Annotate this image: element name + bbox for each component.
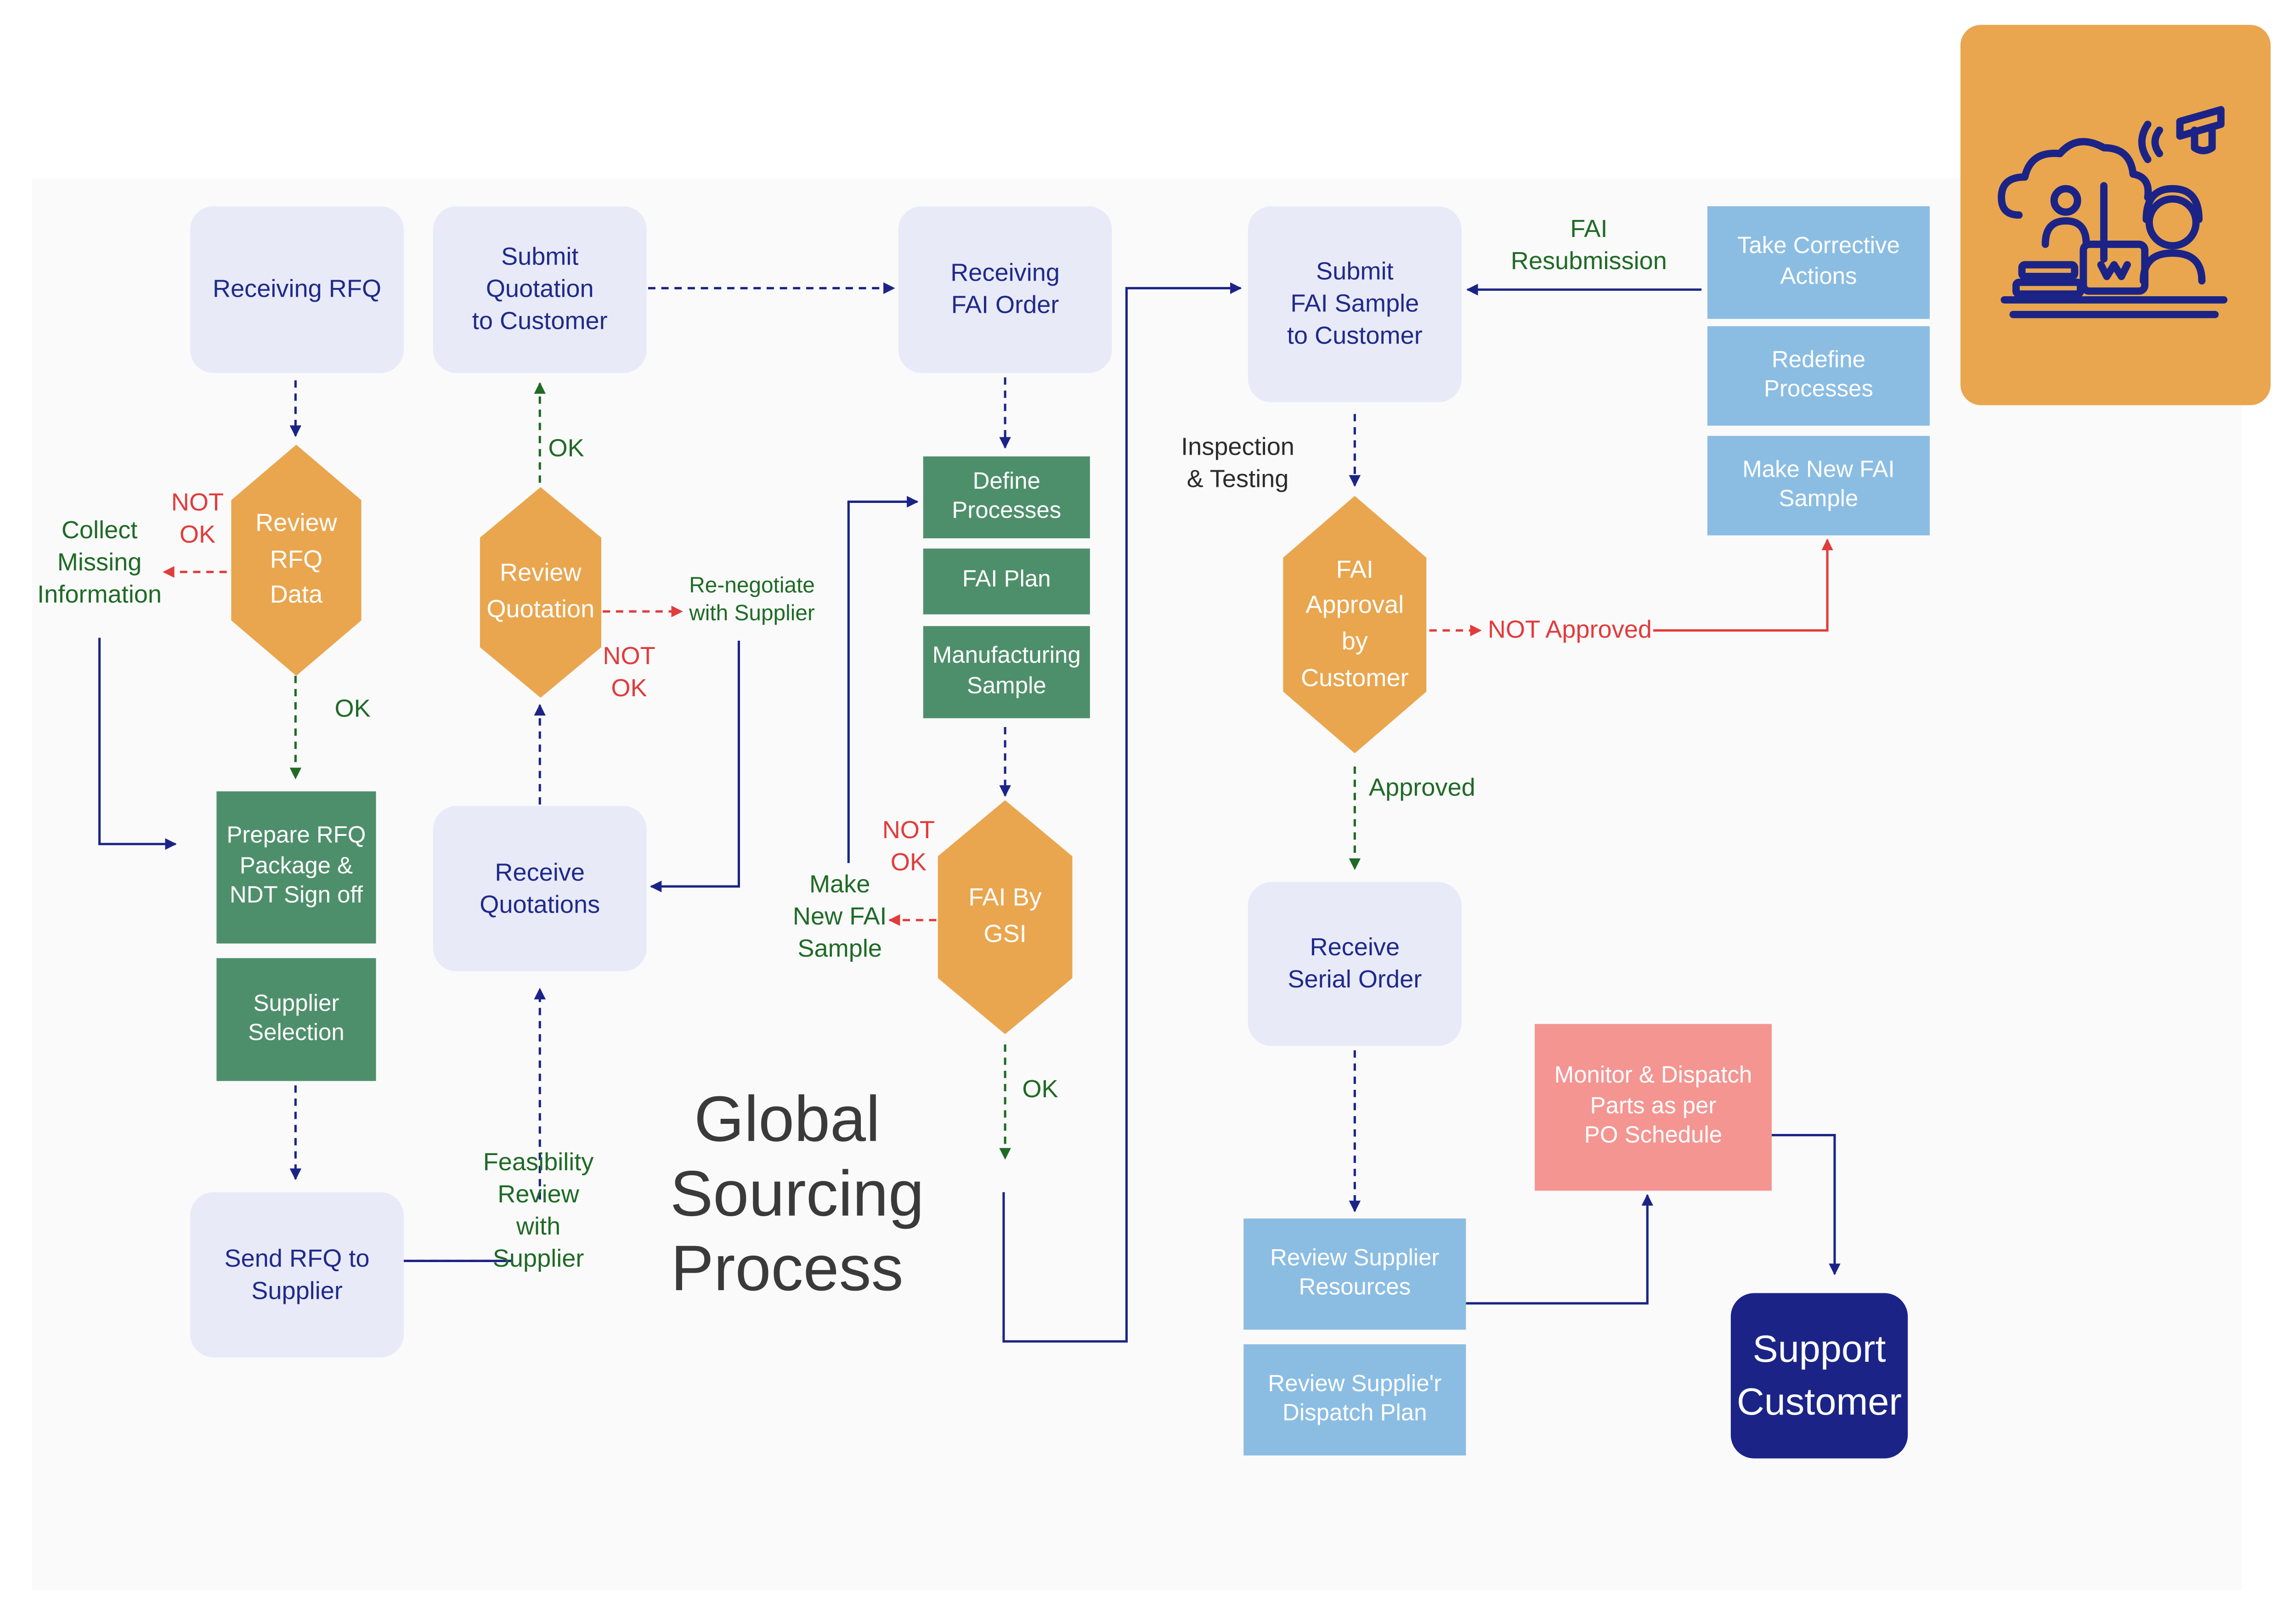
rfq-not-ok-label: NOT OK	[171, 488, 224, 549]
fai-by-gsi-decision: FAI By GSI	[938, 800, 1073, 1034]
edge-not-approved-to-make-new	[1653, 538, 1833, 632]
quotation-not-ok-label: NOT OK	[603, 642, 655, 703]
inspection-testing-label: Inspection & Testing	[1181, 433, 1294, 493]
fai-approval-decision: FAI Approval by Customer	[1283, 496, 1427, 754]
fai-resubmission-label: FAI Resubmission	[1510, 215, 1667, 276]
collect-missing-information-label: Collect Missing Information	[37, 516, 162, 609]
receive-serial-order-node: Receive Serial Order	[1248, 882, 1462, 1046]
submit-fai-sample-node: Submit FAI Sample to Customer	[1248, 206, 1462, 402]
diagram-title: Global Sourcing Process	[670, 1084, 924, 1305]
supplier-selection-node: Supplier Selection	[216, 958, 376, 1081]
not-approved-label: NOT Approved	[1487, 615, 1652, 644]
quotation-ok-label: OK	[548, 434, 584, 462]
receiving-rfq-node: Receiving RFQ	[190, 206, 404, 373]
receive-quotations-node: Receive Quotations	[433, 806, 647, 971]
feasibility-review-label: Feasibility Review with Supplier	[483, 1148, 594, 1273]
monitor-dispatch-node: Monitor & Dispatch Parts as per PO Sched…	[1535, 1024, 1772, 1191]
take-corrective-actions-node: Take Corrective Actions	[1707, 206, 1930, 319]
edge-gsi-to-submit-fai	[1002, 282, 1242, 1343]
review-rfq-data-decision: Review RFQ Data	[231, 445, 362, 676]
rfq-ok-label: OK	[334, 694, 371, 723]
review-supplier-resources-node: Review Supplier Resources	[1243, 1218, 1466, 1330]
submit-quotation-node: Submit Quotation to Customer	[433, 206, 647, 373]
prepare-rfq-package-node: Prepare RFQ Package & NDT Sign off	[216, 791, 376, 944]
gsi-not-ok-label: NOT OK	[882, 816, 935, 877]
review-supplier-dispatch-plan-node: Review Supplie'r Dispatch Plan	[1243, 1344, 1466, 1456]
review-quotation-decision: Review Quotation	[480, 487, 602, 698]
make-new-fai-sample-label: Make New FAI Sample	[792, 870, 887, 963]
support-agent-icon	[1998, 106, 2228, 318]
support-customer-node: Support Customer	[1730, 1293, 1908, 1459]
receiving-fai-order-node: Receiving FAI Order	[898, 206, 1112, 373]
manufacturing-sample-node: Manufacturing Sample	[923, 626, 1090, 718]
define-processes-node: Define Processes	[923, 456, 1090, 539]
redefine-processes-node: Redefine Processes	[1707, 326, 1930, 426]
approved-label: Approved	[1368, 773, 1475, 802]
edge-resources-to-monitor	[1466, 1194, 1654, 1305]
edge-renegotiate-to-receive	[650, 641, 740, 892]
edge-collect-to-prepare	[98, 637, 177, 850]
make-new-fai-sample-node: Make New FAI Sample	[1707, 436, 1930, 536]
renegotiate-label: Re-negotiate with Supplier	[689, 573, 815, 626]
gsi-ok-label: OK	[1022, 1075, 1058, 1103]
send-rfq-node: Send RFQ to Supplier	[190, 1192, 404, 1358]
fai-plan-node: FAI Plan	[923, 548, 1090, 615]
edge-monitor-to-support	[1772, 1134, 1841, 1275]
support-badge	[1960, 25, 2271, 406]
edge-new-sample-to-define	[847, 496, 919, 863]
